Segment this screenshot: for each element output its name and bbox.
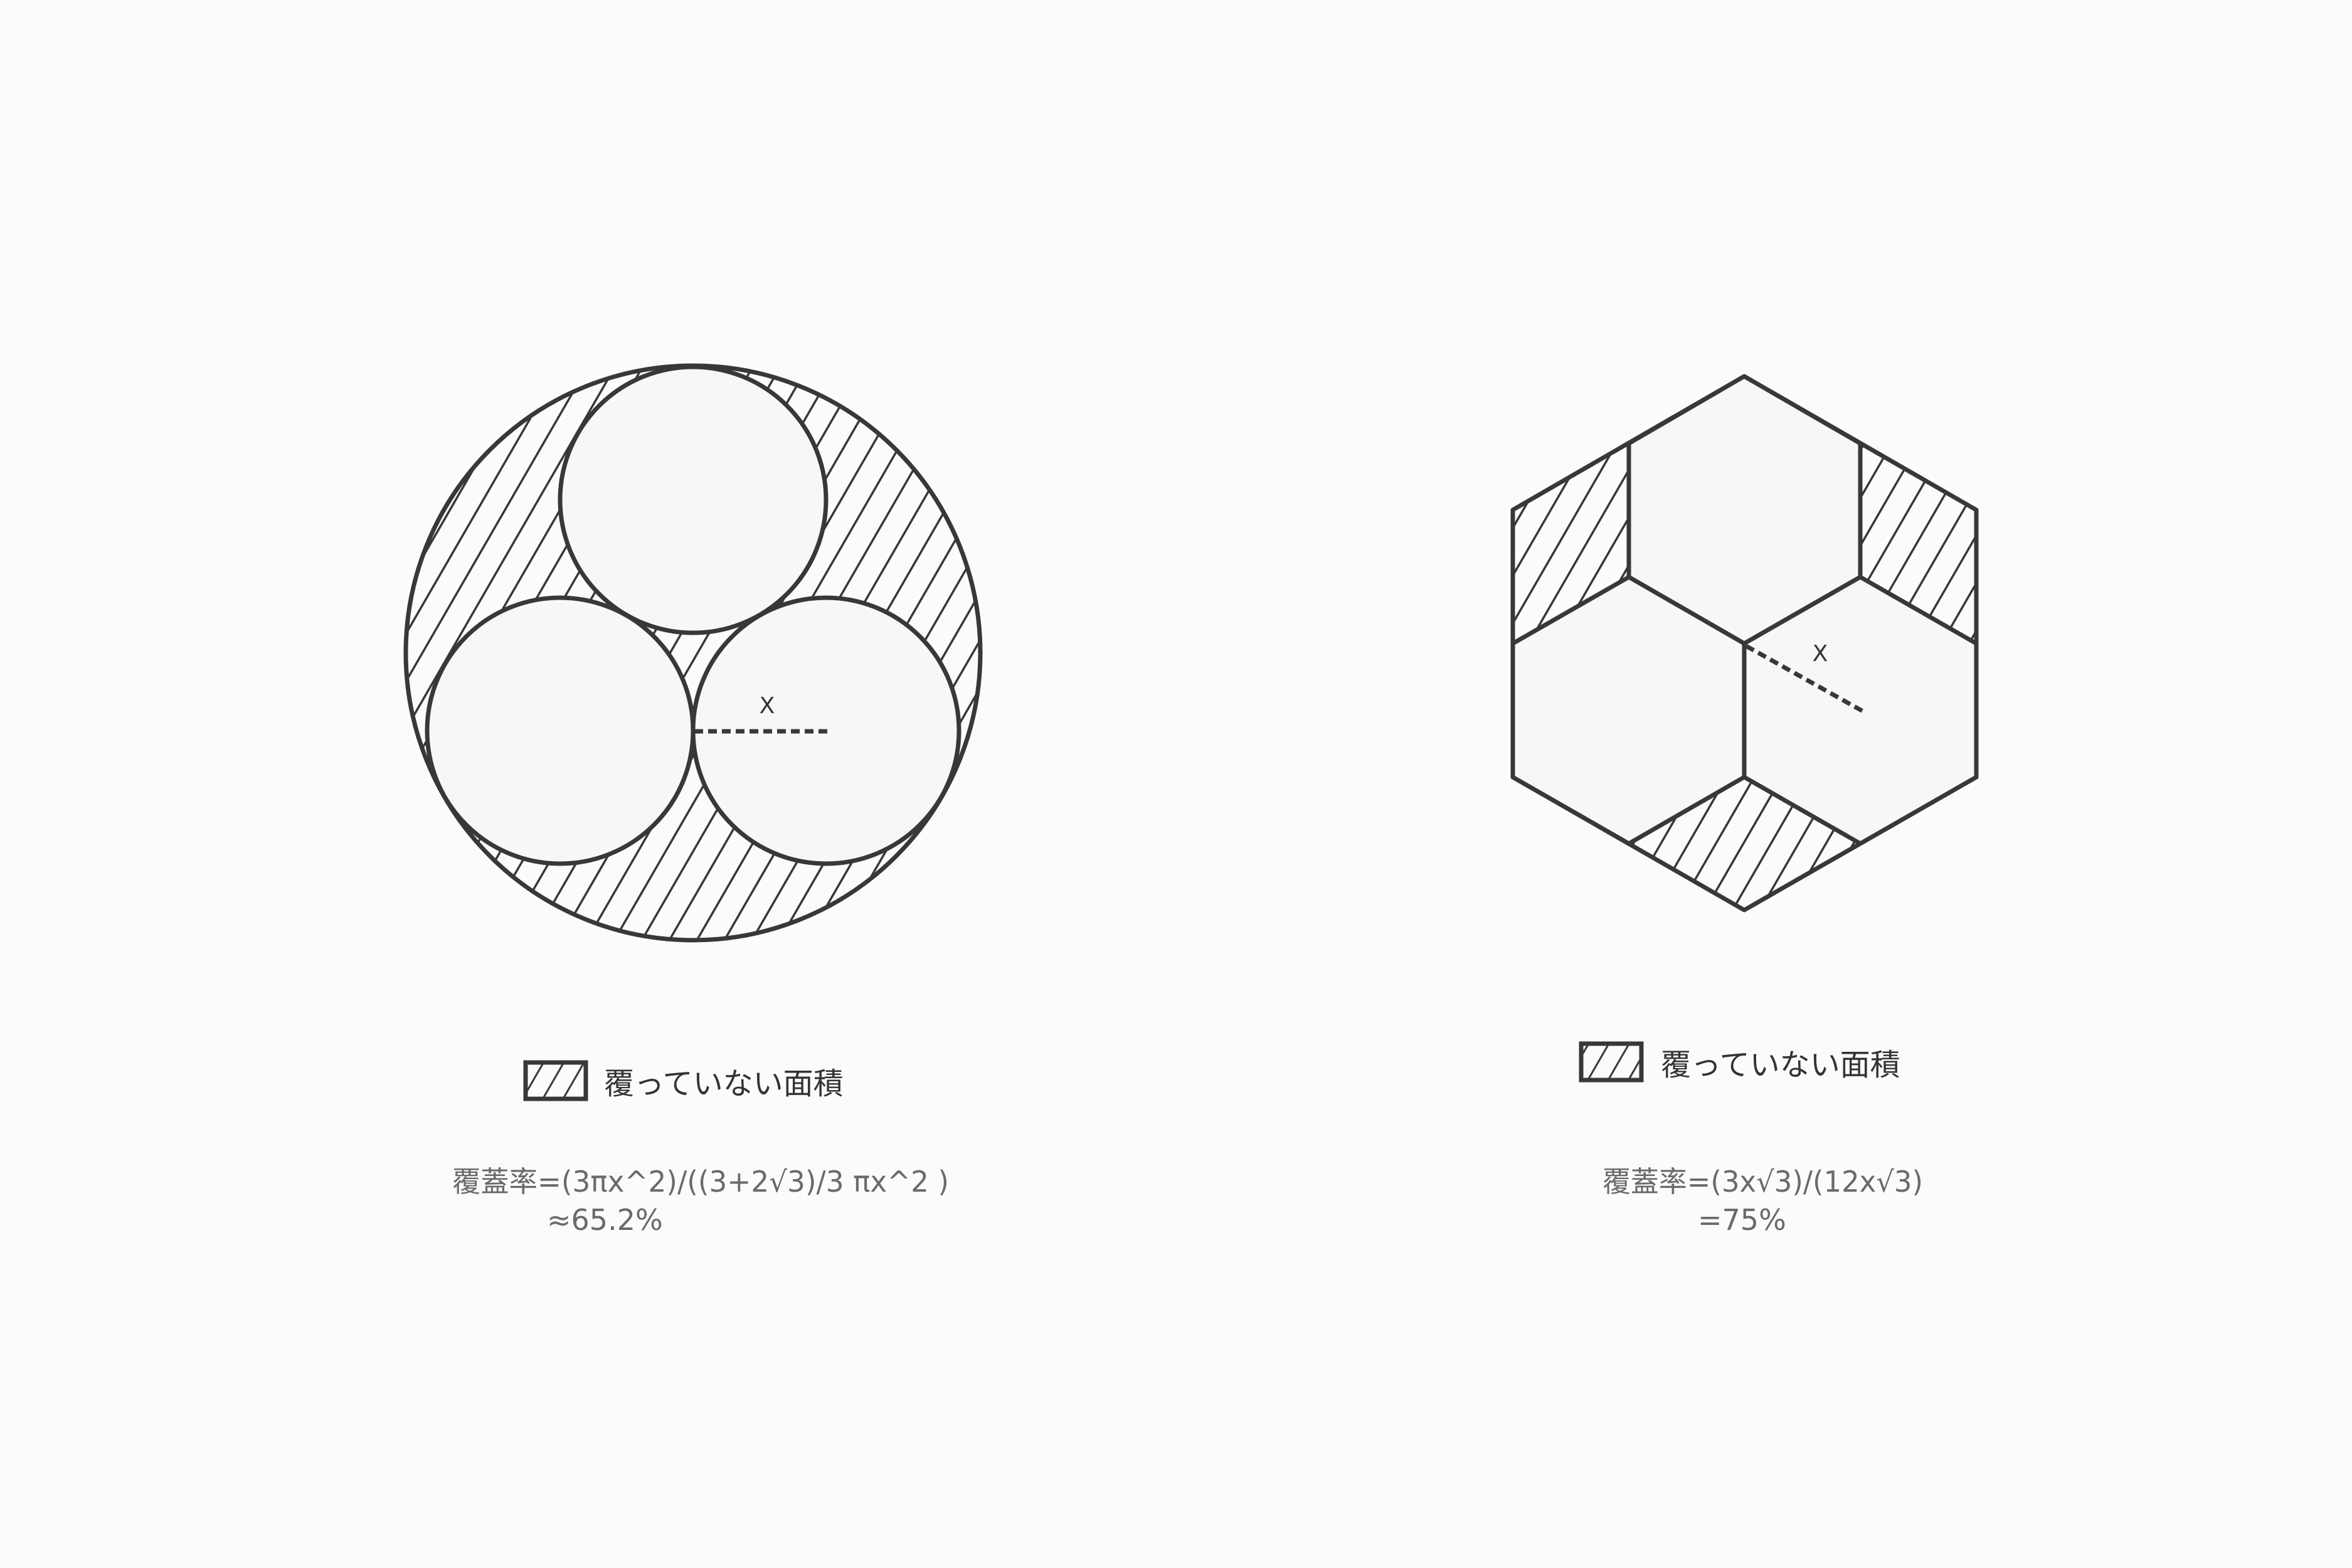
radius-label: X [1813, 641, 1828, 667]
circle-formula: 覆蓋率=(3πx^2)/((3+2√3)/3 πx^2 ) ≈65.2% [452, 1165, 949, 1237]
formula-line-2: ≈65.2% [547, 1203, 663, 1237]
circle-packing-figure: X [403, 363, 983, 943]
legend-swatch-hatched [1579, 1041, 1644, 1083]
formula-line-1: 覆蓋率=(3πx^2)/((3+2√3)/3 πx^2 ) [452, 1165, 949, 1199]
radius-label: X [760, 693, 775, 719]
inner-circle-top [558, 364, 829, 635]
legend-label: 覆っていない面積 [1661, 1047, 1900, 1083]
legend-swatch-hatched [523, 1060, 588, 1101]
hexagon-legend: 覆っていない面積 [1579, 1041, 1900, 1083]
radius-dotted-line [1745, 644, 1865, 714]
circle-legend: 覆っていない面積 [523, 1060, 844, 1101]
hexagon-formula: 覆蓋率=(3x√3)/(12x√3) =75% [1602, 1165, 1923, 1237]
hexagon-packing-figure: X [1510, 374, 1979, 913]
formula-line-2: =75% [1698, 1203, 1786, 1237]
inner-circle-left [425, 595, 696, 866]
formula-line-1: 覆蓋率=(3x√3)/(12x√3) [1602, 1165, 1923, 1199]
legend-label: 覆っていない面積 [604, 1066, 844, 1101]
